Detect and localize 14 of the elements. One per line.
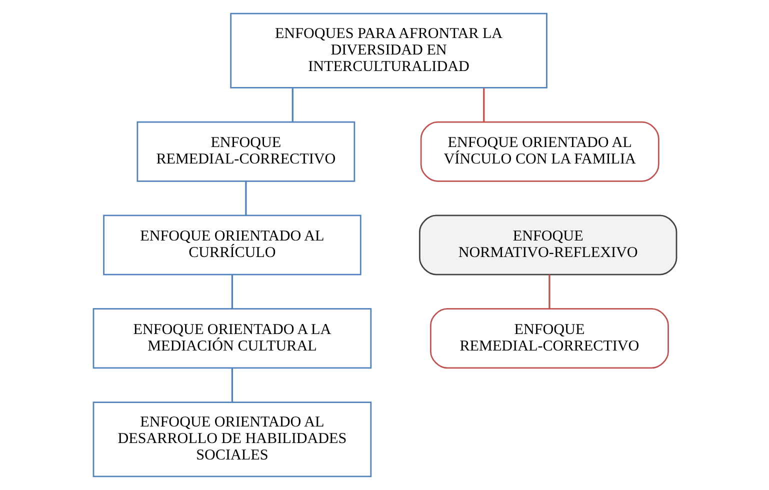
node-box: ENFOQUE ORIENTADO AL DESARROLLO DE HABILIDADES SOCIALES: [92, 402, 372, 478]
node-box: ENFOQUE REMEDIAL-CORRECTIVO: [429, 308, 668, 369]
node-box: ENFOQUE ORIENTADO AL CURRÍCULO: [102, 214, 361, 276]
node-box: ENFOQUE ORIENTADO AL VÍNCULO CON LA FAMILIA: [420, 121, 659, 182]
connector: [230, 274, 233, 309]
connector: [230, 368, 233, 402]
node-box: ENFOQUE ORIENTADO A LA MEDIACIÓN CULTURAL: [92, 308, 372, 369]
connector: [291, 88, 293, 122]
node-box: ENFOQUE NORMATIVO-REFLEXIVO: [418, 214, 677, 276]
connector: [244, 181, 246, 216]
connector: [548, 274, 550, 309]
connector: [482, 88, 484, 122]
node-box: ENFOQUE REMEDIAL-CORRECTIVO: [136, 121, 355, 182]
node-box: ENFOQUES PARA AFRONTAR LA DIVERSIDAD EN INTERCULTURALIDAD: [230, 12, 547, 88]
